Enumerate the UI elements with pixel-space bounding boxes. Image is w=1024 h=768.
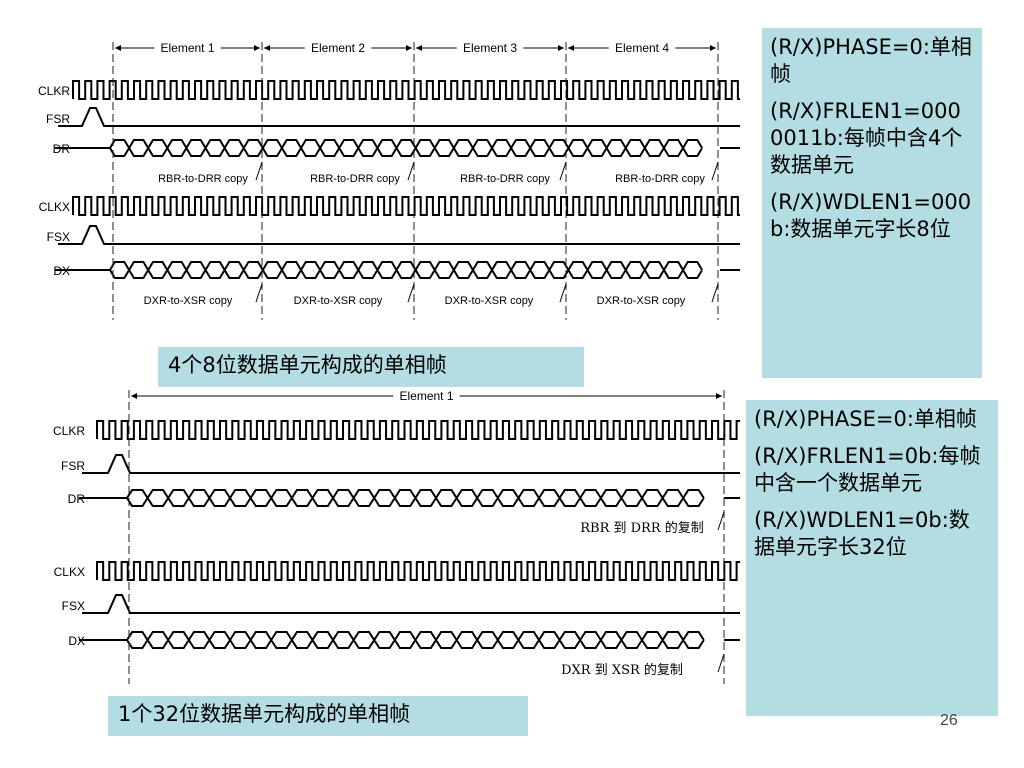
dxr-to-xsr-copy-label: DXR-to-XSR copy [597,295,686,307]
rbr-to-drr-copy-label: RBR-to-DRR copy [460,173,550,185]
clock-waveform [72,80,740,100]
frame-sync-waveform [58,107,740,127]
copy-pointer [717,511,725,531]
element-label-bg [154,40,221,54]
copy-pointer [255,283,263,303]
arrowhead [254,45,260,51]
arrowhead [710,45,716,51]
bottom-register-settings-box: (R/X)PHASE=0:单相帧 (R/X)FRLEN1=0b:每帧中含一个数据… [746,400,998,716]
copy-pointer [717,653,725,673]
element-label: Element 4 [615,41,669,55]
arrowhead [406,45,412,51]
arrowhead [568,45,574,51]
copy-pointer [255,161,263,181]
rbr-to-drr-copy-label: RBR-to-DRR copy [310,173,400,185]
signal-label-clkr: CLKR [38,84,70,98]
element-label-bg [304,40,372,54]
clock-waveform [96,420,740,440]
element-label: Element 3 [463,41,517,55]
dxr-to-xsr-copy-label: DXR 到 XSR 的复制 [561,662,683,678]
arrowhead [115,45,121,51]
frame-sync-waveform [58,225,740,245]
arrowhead [131,393,137,399]
bottom-phase-setting: (R/X)PHASE=0:单相帧 [754,407,977,431]
top-diagram-caption: 4个8位数据单元构成的单相帧 [158,347,584,387]
copy-pointer [559,283,567,303]
element-label-bg [393,388,460,402]
rbr-to-drr-copy-label: RBR-to-DRR copy [615,173,705,185]
arrowhead [716,393,722,399]
signal-label-fsx: FSX [47,230,70,244]
element-label-bg [456,40,524,54]
signal-label-dr: DR [68,492,86,506]
arrowhead [264,45,270,51]
element-label: Element 2 [311,41,365,55]
signal-label-dx: DX [68,634,85,648]
top-phase-setting: (R/X)PHASE=0:单相帧 [770,35,972,86]
dxr-to-xsr-copy-label: DXR-to-XSR copy [445,295,534,307]
clock-waveform [96,561,740,581]
copy-pointer [559,161,567,181]
top-register-settings-box: (R/X)PHASE=0:单相帧 (R/X)FRLEN1=0000011b:每帧… [762,28,982,378]
data-waveform [126,631,705,649]
copy-pointer [711,161,719,181]
rbr-to-drr-copy-label: RBR-to-DRR copy [158,173,248,185]
element-label: Element 1 [160,41,214,55]
data-waveform [109,139,703,157]
frame-sync-waveform [82,594,740,614]
bottom-diagram-caption: 1个32位数据单元构成的单相帧 [108,696,528,736]
bottom-timing-diagram: CLKR FSR DR CLKX FSX DX Element 1 RBR 到 DRR 的复制… [53,388,740,684]
signal-label-clkr: CLKR [53,424,85,438]
bottom-frlen-setting: (R/X)FRLEN1=0b:每帧中含一个数据单元 [754,444,981,495]
rbr-to-drr-copy-label: RBR 到 DRR 的复制 [580,520,704,536]
dxr-to-xsr-copy-label: DXR-to-XSR copy [144,295,233,307]
clock-waveform [72,196,740,216]
arrowhead [558,45,564,51]
signal-label-fsr: FSR [61,459,85,473]
signal-label-fsx: FSX [62,599,85,613]
copy-pointer [711,283,719,303]
data-waveform [126,489,705,507]
page-number: 26 [940,712,958,729]
element-label-bg [608,40,676,54]
bottom-wdlen-setting: (R/X)WDLEN1=0b:数据单元字长32位 [754,508,970,559]
data-waveform [109,261,703,279]
signal-label-clkx: CLKX [54,565,85,579]
signal-label-clkx: CLKX [39,200,70,214]
signal-label-fsr: FSR [46,112,70,126]
arrowhead [416,45,422,51]
top-frlen-setting: (R/X)FRLEN1=0000011b:每帧中含4个数据单元 [770,99,963,177]
copy-pointer [407,161,415,181]
dxr-to-xsr-copy-label: DXR-to-XSR copy [294,295,383,307]
top-wdlen-setting: (R/X)WDLEN1=000b:数据单元字长8位 [770,190,972,241]
frame-sync-waveform [82,454,740,474]
element-label: Element 1 [399,389,453,403]
copy-pointer [407,283,415,303]
